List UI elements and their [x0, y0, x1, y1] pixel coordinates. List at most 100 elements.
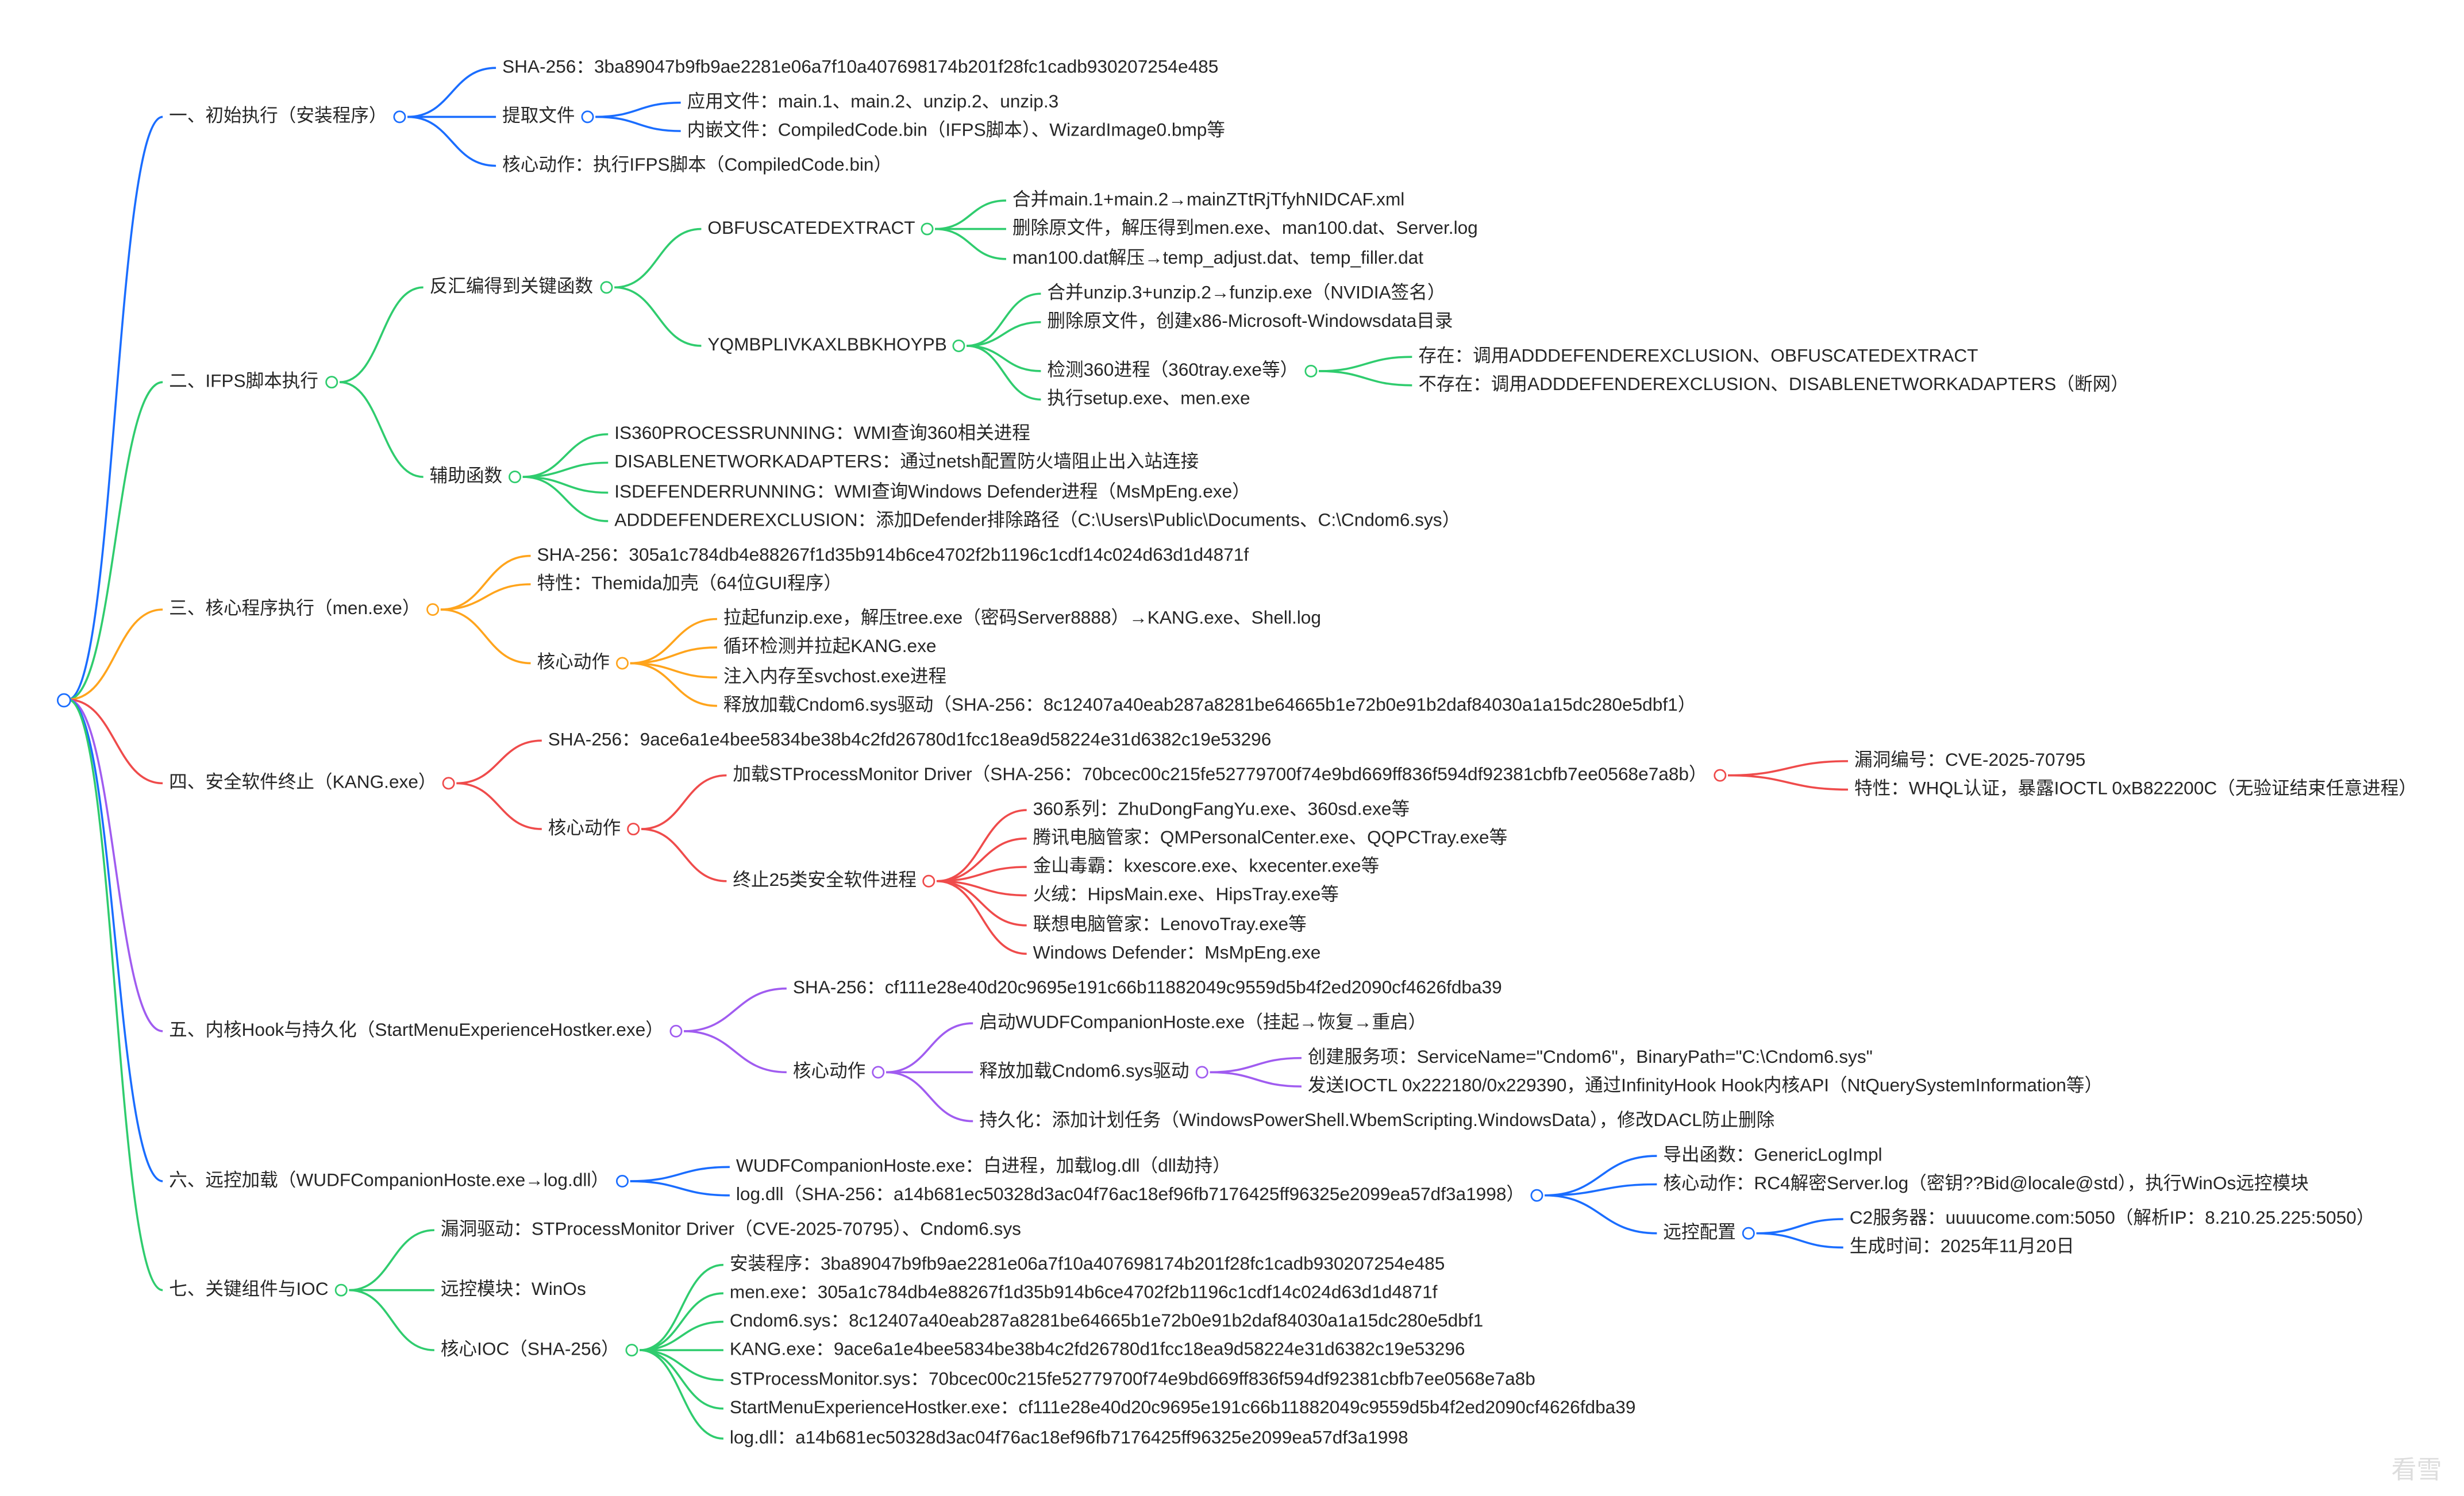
leaf-node[interactable]: SHA-256：305a1c784db4e88267f1d35b914b6ce4…: [537, 543, 1249, 569]
branch-node[interactable]: log.dll（SHA-256：a14b681ec50328d3ac04f76a…: [736, 1183, 1544, 1208]
leaf-node[interactable]: 特性：WHQL认证，暴露IOCTL 0xB822200C（无验证结束任意进程）: [1854, 777, 2417, 802]
collapse-toggle-icon[interactable]: [581, 110, 594, 124]
collapse-toggle-icon[interactable]: [509, 471, 522, 484]
leaf-node[interactable]: 删除原文件，解压得到men.exe、man100.dat、Server.log: [1012, 217, 1478, 242]
leaf-node[interactable]: KANG.exe：9ace6a1e4bee5834be38b4c2fd26780…: [730, 1337, 1465, 1363]
branch-node[interactable]: 提取文件: [502, 104, 594, 129]
leaf-node[interactable]: 漏洞驱动：STProcessMonitor Driver（CVE-2025-70…: [441, 1217, 1021, 1243]
leaf-node[interactable]: 不存在：调用ADDDEFENDEREXCLUSION、DISABLENETWOR…: [1418, 373, 2128, 398]
leaf-node[interactable]: STProcessMonitor.sys：70bcec00c215fe52779…: [730, 1367, 1535, 1393]
leaf-node[interactable]: 合并unzip.3+unzip.2→funzip.exe（NVIDIA签名）: [1047, 281, 1445, 306]
collapse-toggle-icon[interactable]: [615, 657, 629, 670]
collapse-toggle-icon[interactable]: [442, 777, 456, 790]
leaf-node[interactable]: DISABLENETWORKADAPTERS：通过netsh配置防火墙阻止出入站…: [614, 450, 1199, 475]
branch-node[interactable]: 终止25类安全软件进程: [733, 869, 936, 894]
collapse-toggle-icon[interactable]: [599, 281, 613, 294]
leaf-node[interactable]: 注入内存至svchost.exe进程: [723, 665, 946, 690]
link-line: [630, 662, 717, 678]
collapse-toggle-icon[interactable]: [669, 1024, 683, 1038]
leaf-node[interactable]: 联想电脑管家：LenovoTray.exe等: [1033, 913, 1307, 938]
leaf-node[interactable]: 拉起funzip.exe，解压tree.exe（密码Server8888）→KA…: [723, 607, 1321, 632]
branch-node[interactable]: 加载STProcessMonitor Driver（SHA-256：70bcec…: [733, 763, 1726, 788]
leaf-node[interactable]: SHA-256：cf111e28e40d20c9695e191c66b11882…: [793, 976, 1502, 1001]
branch-node[interactable]: 释放加载Cndom6.sys驱动: [979, 1059, 1208, 1085]
collapse-toggle-icon[interactable]: [923, 874, 936, 888]
branch-node[interactable]: YQMBPLIVKAXLBBKHOYPB: [707, 333, 966, 358]
branch-node[interactable]: 辅助函数: [430, 464, 522, 489]
collapse-toggle-icon[interactable]: [872, 1066, 885, 1079]
leaf-node[interactable]: log.dll：a14b681ec50328d3ac04f76ac18ef96f…: [730, 1426, 1408, 1451]
leaf-node[interactable]: 导出函数：GenericLogImpl: [1663, 1143, 1882, 1169]
collapse-toggle-icon[interactable]: [426, 603, 440, 616]
leaf-node[interactable]: men.exe：305a1c784db4e88267f1d35b914b6ce4…: [730, 1281, 1438, 1306]
collapse-toggle-icon[interactable]: [953, 339, 966, 352]
leaf-node[interactable]: IS360PROCESSRUNNING：WMI查询360相关进程: [614, 422, 1030, 447]
branch-node[interactable]: OBFUSCATEDEXTRACT: [707, 217, 934, 242]
section-node[interactable]: 二、IFPS脚本执行: [169, 369, 338, 395]
leaf-node[interactable]: SHA-256：3ba89047b9fb9ae2281e06a7f10a4076…: [502, 55, 1218, 80]
leaf-node[interactable]: 内嵌文件：CompiledCode.bin（IFPS脚本）、WizardImag…: [687, 118, 1225, 144]
section-node[interactable]: 一、初始执行（安装程序）: [169, 104, 406, 129]
leaf-node[interactable]: 发送IOCTL 0x222180/0x229390，通过InfinityHook…: [1308, 1074, 2103, 1099]
leaf-node[interactable]: 核心动作：RC4解密Server.log（密钥??Bid@locale@std）…: [1663, 1172, 2308, 1197]
collapse-toggle-icon[interactable]: [1195, 1066, 1208, 1079]
link-line: [1545, 1194, 1657, 1235]
collapse-toggle-icon[interactable]: [921, 222, 934, 236]
leaf-node[interactable]: 应用文件：main.1、main.2、unzip.2、unzip.3: [687, 90, 1059, 115]
leaf-node[interactable]: C2服务器：uuuucome.com:5050（解析IP：8.210.25.22…: [1850, 1206, 2375, 1232]
leaf-node[interactable]: Cndom6.sys：8c12407a40eab287a8281be64665b…: [730, 1309, 1483, 1335]
collapse-toggle-icon[interactable]: [325, 376, 338, 389]
branch-node[interactable]: 反汇编得到关键函数: [430, 275, 613, 300]
leaf-node[interactable]: 腾讯电脑管家：QMPersonalCenter.exe、QQPCTray.exe…: [1033, 826, 1508, 851]
leaf-node[interactable]: 创建服务项：ServiceName="Cndom6"，BinaryPath="C…: [1308, 1046, 1873, 1071]
leaf-node[interactable]: 火绒：HipsMain.exe、HipsTray.exe等: [1033, 883, 1339, 908]
collapse-toggle-icon[interactable]: [1304, 364, 1318, 377]
leaf-node[interactable]: 生成时间：2025年11月20日: [1850, 1235, 2074, 1260]
leaf-node[interactable]: 存在：调用ADDDEFENDEREXCLUSION、OBFUSCATEDEXTR…: [1418, 344, 1978, 369]
collapse-toggle-icon[interactable]: [1713, 769, 1726, 782]
collapse-toggle-icon[interactable]: [1742, 1227, 1755, 1240]
collapse-toggle-icon[interactable]: [615, 1175, 628, 1188]
leaf-node[interactable]: StartMenuExperienceHostker.exe：cf111e28e…: [730, 1396, 1636, 1421]
leaf-node[interactable]: 漏洞编号：CVE-2025-70795: [1854, 749, 2085, 774]
section-node[interactable]: 六、远控加载（WUDFCompanionHoste.exe→log.dll）: [169, 1169, 628, 1194]
leaf-node[interactable]: 远控模块：WinOs: [441, 1278, 586, 1303]
branch-node[interactable]: 核心动作: [548, 816, 640, 842]
collapse-toggle-icon[interactable]: [627, 823, 640, 836]
leaf-node[interactable]: WUDFCompanionHoste.exe：白进程，加载log.dll（dll…: [736, 1154, 1231, 1179]
leaf-node[interactable]: 持久化：添加计划任务（WindowsPowerShell.WbemScripti…: [979, 1109, 1774, 1134]
branch-node[interactable]: 核心动作: [537, 650, 629, 676]
node-label: 金山毒霸：kxescore.exe、kxecenter.exe等: [1033, 857, 1380, 877]
section-node[interactable]: 三、核心程序执行（men.exe）: [169, 597, 440, 622]
leaf-node[interactable]: 安装程序：3ba89047b9fb9ae2281e06a7f10a4076981…: [730, 1252, 1445, 1278]
leaf-node[interactable]: man100.dat解压→temp_adjust.dat、temp_filler…: [1012, 246, 1423, 272]
section-node[interactable]: 四、安全软件终止（KANG.exe）: [169, 770, 456, 796]
leaf-node[interactable]: 核心动作：执行IFPS脚本（CompiledCode.bin）: [502, 153, 892, 179]
leaf-node[interactable]: ADDDEFENDEREXCLUSION：添加Defender排除路径（C:\U…: [614, 508, 1460, 534]
branch-node[interactable]: 检测360进程（360tray.exe等）: [1047, 358, 1318, 384]
leaf-node[interactable]: 释放加载Cndom6.sys驱动（SHA-256：8c12407a40eab28…: [723, 693, 1696, 719]
leaf-node[interactable]: 循环检测并拉起KANG.exe: [723, 635, 937, 660]
leaf-node[interactable]: Windows Defender：MsMpEng.exe: [1033, 941, 1321, 966]
leaf-node[interactable]: 删除原文件，创建x86-Microsoft-Windowsdata目录: [1047, 310, 1453, 335]
leaf-node[interactable]: SHA-256：9ace6a1e4bee5834be38b4c2fd26780d…: [548, 728, 1272, 753]
leaf-node[interactable]: ISDEFENDERRUNNING：WMI查询Windows Defender进…: [614, 480, 1250, 506]
collapse-toggle-icon[interactable]: [625, 1344, 638, 1357]
branch-node[interactable]: 核心动作: [793, 1059, 885, 1085]
collapse-toggle-icon[interactable]: [1531, 1189, 1544, 1202]
branch-node[interactable]: 核心IOC（SHA-256）: [441, 1337, 638, 1363]
leaf-node[interactable]: 360系列：ZhuDongFangYu.exe、360sd.exe等: [1033, 797, 1410, 823]
section-node[interactable]: 五、内核Hook与持久化（StartMenuExperienceHostker.…: [169, 1019, 683, 1044]
collapse-toggle-icon[interactable]: [393, 110, 406, 124]
leaf-node[interactable]: 执行setup.exe、men.exe: [1047, 387, 1250, 412]
leaf-node[interactable]: 合并main.1+main.2→mainZTtRjTfyhNIDCAF.xml: [1012, 188, 1404, 213]
node-label: 删除原文件，创建x86-Microsoft-Windowsdata目录: [1047, 313, 1453, 332]
link-line: [1728, 760, 1848, 777]
section-node[interactable]: 七、关键组件与IOC: [169, 1278, 348, 1303]
leaf-node[interactable]: 特性：Themida加壳（64位GUI程序）: [537, 572, 842, 597]
leaf-node[interactable]: 启动WUDFCompanionHoste.exe（挂起→恢复→重启）: [979, 1011, 1426, 1036]
collapse-toggle-icon[interactable]: [334, 1283, 348, 1297]
root-node[interactable]: [56, 693, 71, 708]
branch-node[interactable]: 远控配置: [1663, 1221, 1755, 1246]
leaf-node[interactable]: 金山毒霸：kxescore.exe、kxecenter.exe等: [1033, 854, 1380, 880]
